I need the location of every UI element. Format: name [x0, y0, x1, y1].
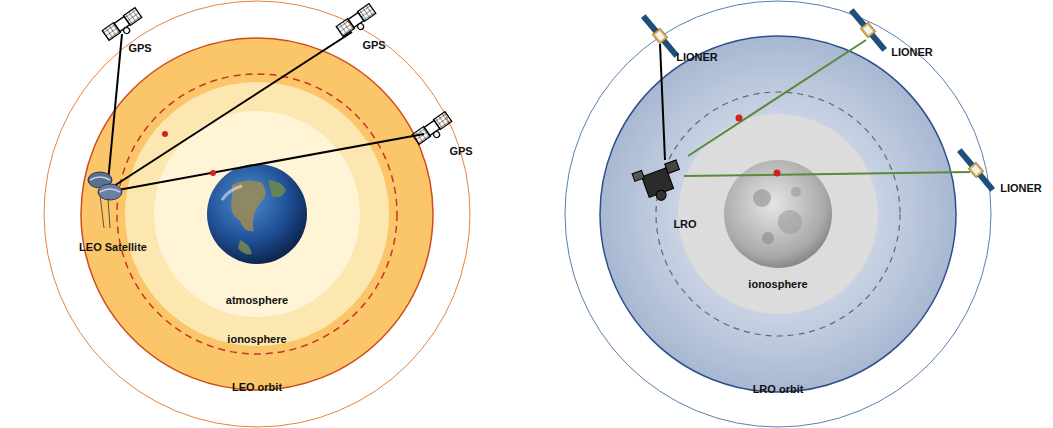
- satellite-label: LEO Satellite: [79, 241, 147, 253]
- gps-label: GPS: [449, 145, 472, 157]
- lioner-label: LIONER: [891, 46, 933, 58]
- orbit-label: LEO orbit: [232, 381, 282, 393]
- layer-label: atmosphere: [226, 294, 288, 306]
- layer-label: ionosphere: [227, 333, 286, 345]
- lioner-label: LIONER: [676, 51, 718, 63]
- lioner-label: LIONER: [1000, 182, 1042, 194]
- gps-label: GPS: [362, 39, 385, 51]
- gps-label: GPS: [128, 42, 151, 54]
- orbit-label: LRO orbit: [753, 383, 804, 395]
- layer-label: ionosphere: [748, 278, 807, 290]
- satellite-label: LRO: [673, 218, 696, 230]
